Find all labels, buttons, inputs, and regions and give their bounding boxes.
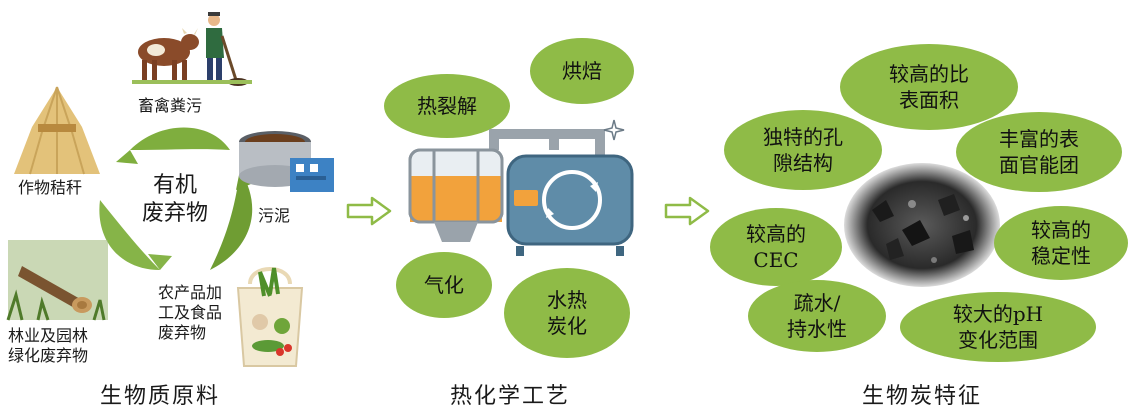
raw-materials-caption: 生物质原料 <box>100 384 221 409</box>
livestock-farmer-illustration <box>132 12 252 86</box>
process-oval-htc: 水热 炭化 <box>504 268 630 358</box>
forestry-label: 林业及园林 绿化废弃物 <box>8 326 89 365</box>
forestry-log-illustration <box>6 240 108 321</box>
process-oval-gasification: 气化 <box>396 252 492 318</box>
straw-label: 作物秸秆 <box>18 178 83 197</box>
feature-oval-stability: 较高的 稳定性 <box>994 206 1128 280</box>
sludge-tank-illustration <box>239 131 334 192</box>
organic-waste-center-label: 有机 废弃物 <box>141 173 208 226</box>
agri-food-bag-illustration <box>236 267 304 367</box>
biochar-features-caption: 生物炭特征 <box>862 384 983 409</box>
flow-arrow-1-icon <box>346 196 392 226</box>
feature-oval-ph-range: 较大的pH 变化范围 <box>900 292 1096 362</box>
reactor-illustration <box>408 119 634 256</box>
manure-label: 畜禽粪污 <box>138 96 203 115</box>
feature-oval-surface-area: 较高的比 表面积 <box>840 44 1018 130</box>
feature-oval-hydrophobicity: 疏水/ 持水性 <box>748 280 886 352</box>
flow-arrow-2-icon <box>664 196 710 226</box>
agri-food-label: 农产品加 工及食品 废弃物 <box>158 283 223 342</box>
biochar-photo <box>844 163 1000 287</box>
feature-oval-cec: 较高的 CEC <box>710 208 842 286</box>
feature-oval-pore-structure: 独特的孔 隙结构 <box>724 110 882 190</box>
sludge-label: 污泥 <box>258 206 291 225</box>
straw-bundle-illustration <box>14 86 100 175</box>
process-oval-pyrolysis: 热裂解 <box>384 74 510 138</box>
process-oval-torrefaction: 烘焙 <box>530 38 634 104</box>
recycle-leaves-icon <box>99 127 256 270</box>
feature-oval-functional-groups: 丰富的表 面官能团 <box>956 112 1122 192</box>
processes-caption: 热化学工艺 <box>450 384 571 409</box>
